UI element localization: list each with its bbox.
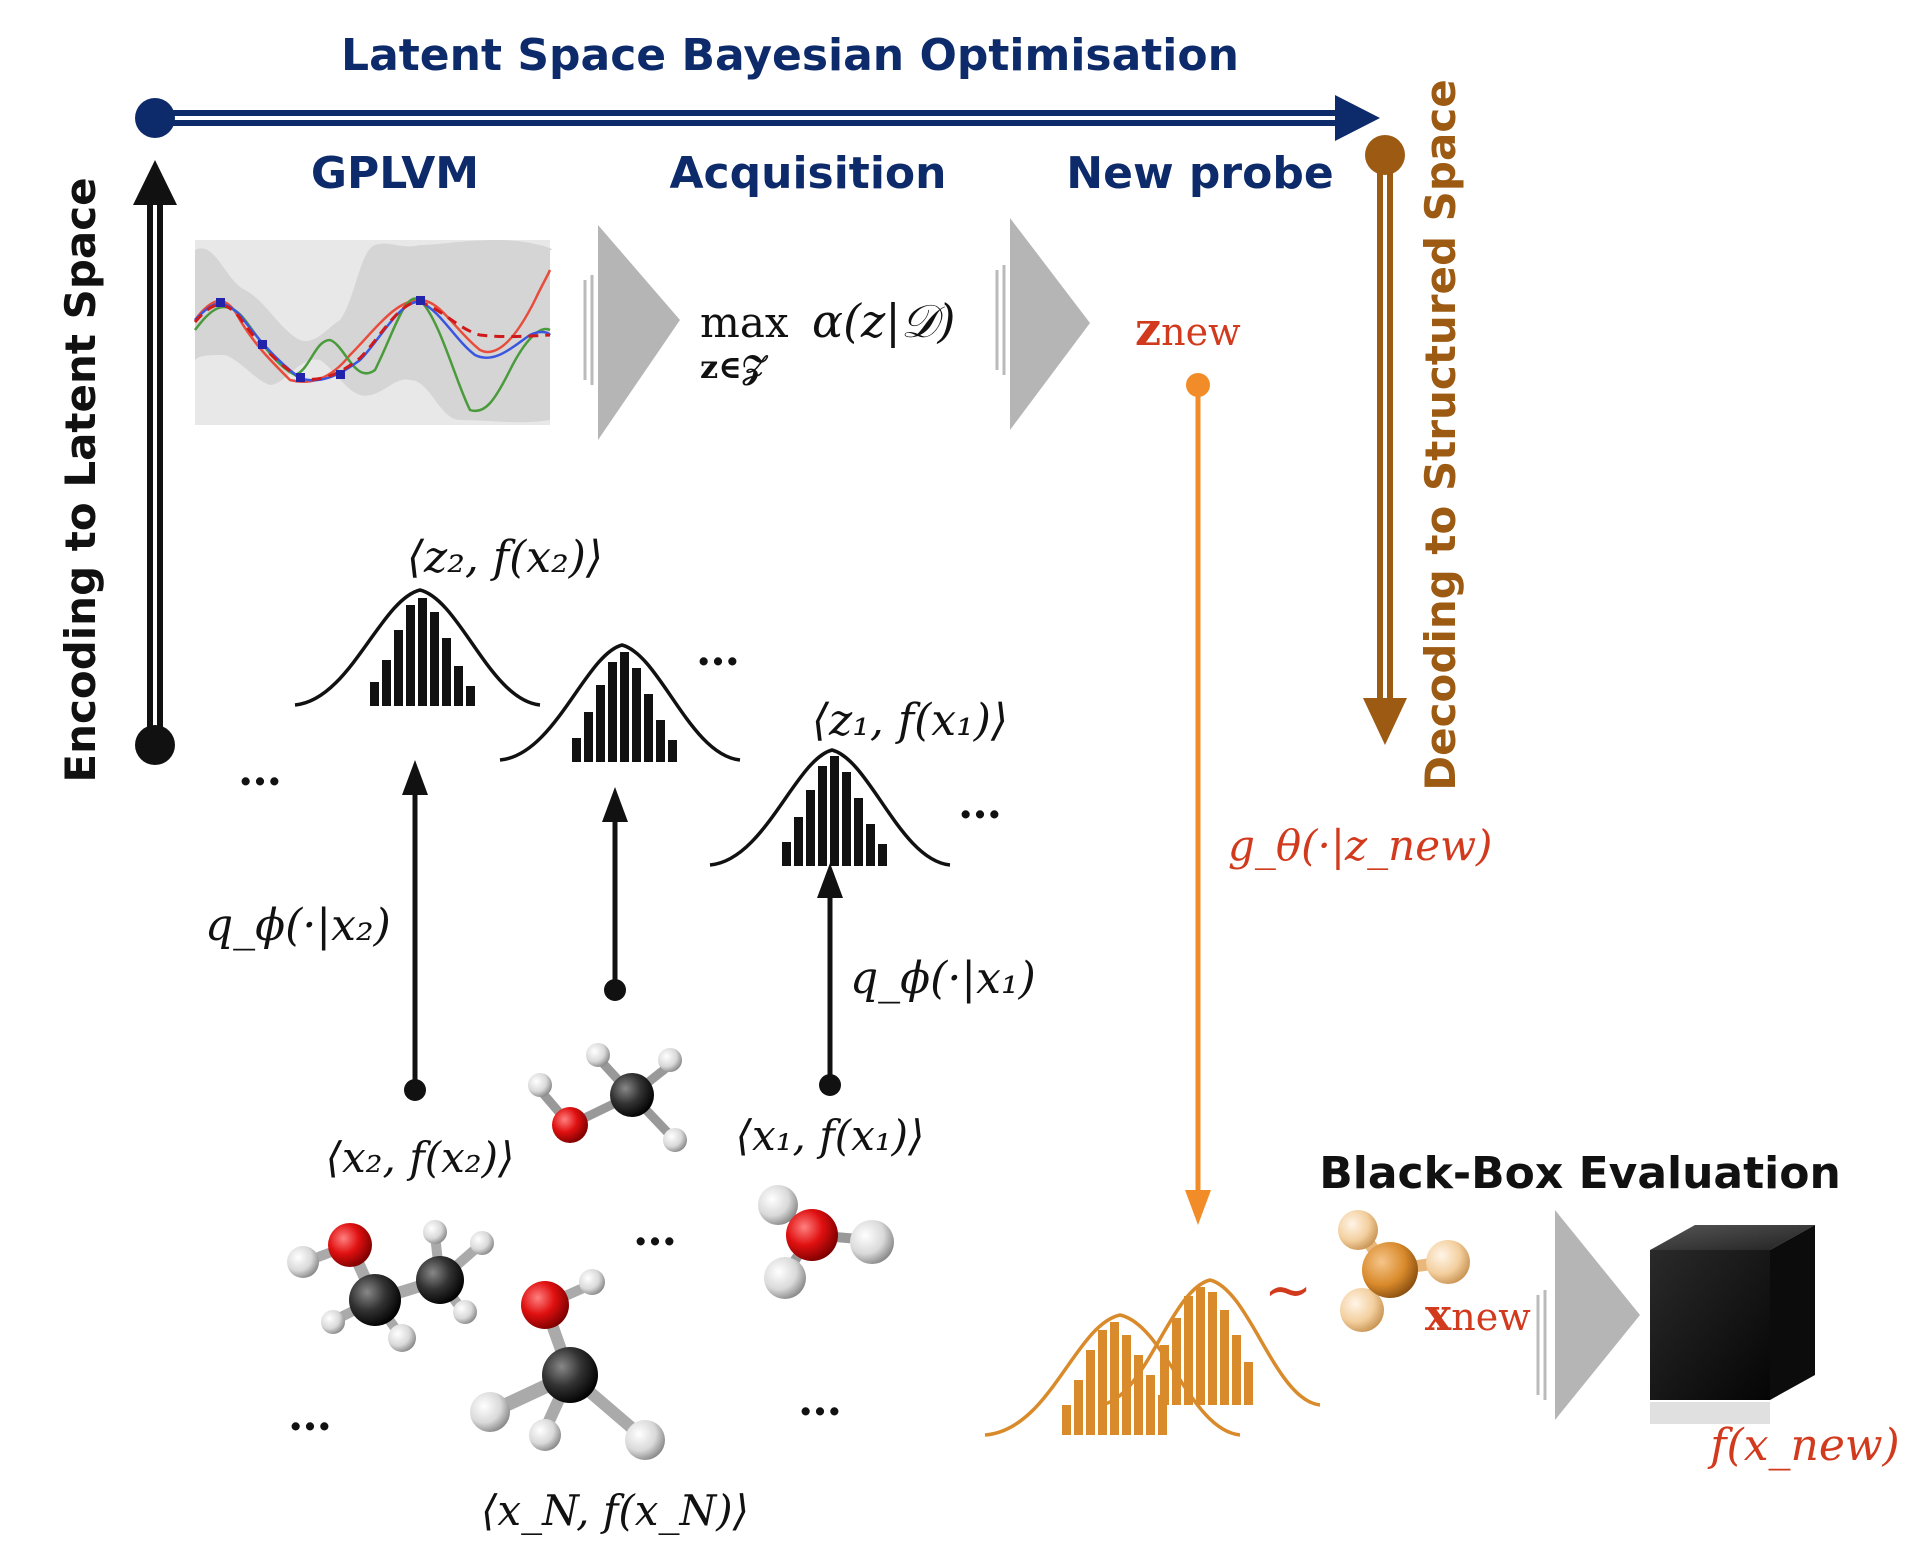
- diagram-title: Latent Space Bayesian Optimisation: [341, 30, 1239, 81]
- gp-plot: [193, 240, 552, 425]
- molecule-ethanol-small: [528, 1043, 687, 1152]
- q-phi-x1: q_ϕ(·|x₁): [850, 953, 1036, 1004]
- encoding-arrow: [133, 160, 177, 765]
- z-new-sub: new: [1161, 310, 1241, 354]
- encoder-arrow-x2: [402, 760, 428, 1101]
- molecule-decoded: [1338, 1210, 1470, 1332]
- ellipsis: …: [633, 1205, 677, 1256]
- x-new-base: x: [1425, 1290, 1452, 1341]
- gp-observation: [216, 298, 225, 307]
- ellipsis: …: [958, 778, 1002, 829]
- black-box-cube: [1650, 1225, 1815, 1424]
- ellipsis: …: [238, 745, 282, 796]
- top-arrow: [135, 95, 1380, 141]
- orange-arrow-head: [1185, 1190, 1211, 1225]
- gp-sample-red: [194, 269, 552, 383]
- f-x-new-label: f(x_new): [1707, 1420, 1899, 1471]
- chevron-arrow-3: [1536, 1210, 1640, 1420]
- z-new-label: znew: [1135, 302, 1241, 356]
- molecule-methanol-bottom: [470, 1269, 665, 1460]
- gp-observation: [336, 370, 345, 379]
- x-new-sub: new: [1451, 1295, 1531, 1339]
- encoder-arrow-mid: [602, 787, 628, 1001]
- encoder-arrow-x1: [817, 863, 843, 1096]
- pair-x2: ⟨x₂, f(x₂)⟩: [326, 1133, 515, 1182]
- acq-max-arg: α(z|𝒟): [812, 294, 955, 348]
- molecule-water: [758, 1185, 894, 1299]
- ellipsis: …: [288, 1390, 332, 1441]
- pair-xN: ⟨x_N, f(x_N)⟩: [481, 1486, 749, 1535]
- latent-distribution-z1: [709, 748, 951, 867]
- tilde-symbol: ~: [1264, 1256, 1313, 1324]
- ellipsis: …: [798, 1375, 842, 1426]
- decoding-label: Decoding to Structured Space: [1416, 79, 1465, 790]
- decoding-arrow: [1363, 135, 1407, 745]
- gp-observation: [416, 296, 425, 305]
- chevron-arrow-2: [995, 218, 1090, 430]
- x-new-label: xnew: [1425, 1290, 1531, 1341]
- encoding-arrow-head: [133, 160, 177, 205]
- orange-arrow: [1185, 373, 1211, 1225]
- gp-observation: [258, 340, 267, 349]
- ellipsis: …: [696, 625, 740, 676]
- pair-x1: ⟨x₁, f(x₁)⟩: [736, 1111, 925, 1160]
- latent-distribution-z2: [294, 588, 541, 707]
- latent-distribution-mid: [499, 643, 741, 762]
- gplvm-heading: GPLVM: [311, 148, 479, 199]
- q-phi-x2: q_ϕ(·|x₂): [205, 900, 391, 951]
- g-theta-label: g_θ(·|z_new): [1228, 821, 1492, 870]
- decoding-arrow-head: [1363, 698, 1407, 745]
- acquisition-heading: Acquisition: [670, 148, 947, 199]
- top-arrow-head: [1335, 95, 1380, 141]
- pair-z1: ⟨z₁, f(x₁)⟩: [812, 695, 1008, 746]
- decoded-distributions: [984, 1278, 1321, 1437]
- z-new-base: z: [1135, 302, 1161, 356]
- encoding-label: Encoding to Latent Space: [56, 177, 105, 782]
- chevron-arrow-1: [583, 225, 680, 440]
- gp-observation: [296, 373, 305, 382]
- gp-mean-dashed: [193, 300, 551, 381]
- new-probe-heading: New probe: [1066, 148, 1333, 199]
- acq-max-sub: z∈𝒵: [700, 348, 769, 386]
- top-arrow-start-dot: [135, 98, 175, 138]
- acq-max-word: max: [700, 298, 789, 347]
- black-box-heading: Black-Box Evaluation: [1319, 1148, 1841, 1199]
- molecule-ethanol-left: [287, 1220, 494, 1352]
- pair-z2: ⟨z₂, f(x₂)⟩: [407, 532, 603, 583]
